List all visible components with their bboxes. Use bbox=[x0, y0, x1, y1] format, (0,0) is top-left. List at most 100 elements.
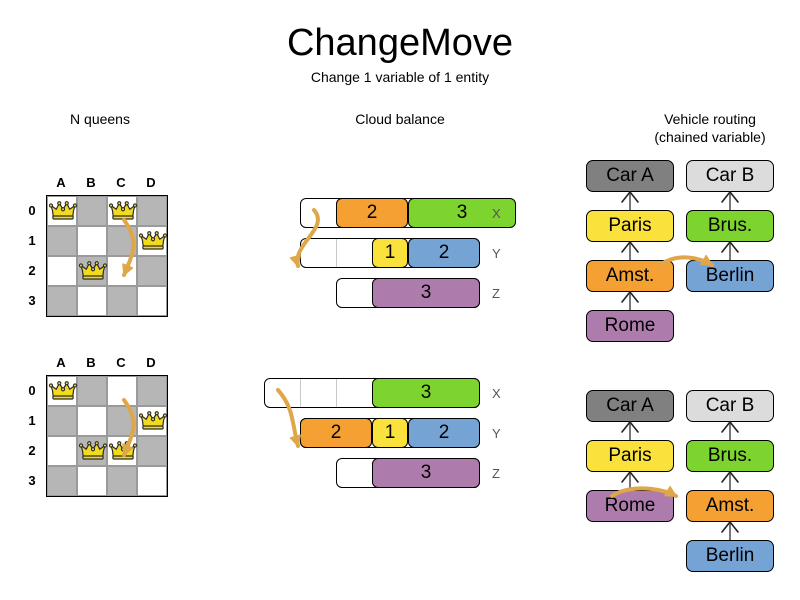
cloud-capacity-divider bbox=[336, 239, 337, 267]
cloud-process-segment[interactable]: 2 bbox=[408, 238, 480, 268]
vehicle-node[interactable]: Car B bbox=[686, 390, 774, 422]
visit-node[interactable]: Paris bbox=[586, 440, 674, 472]
section-heading-nqueens: N queens bbox=[70, 111, 130, 127]
board-cell[interactable] bbox=[77, 406, 107, 436]
board-cell[interactable] bbox=[77, 226, 107, 256]
chain-arrow-icon bbox=[721, 521, 739, 533]
board-file-label: C bbox=[116, 175, 126, 190]
board-file-label: D bbox=[146, 355, 156, 370]
cloud-process-segment[interactable]: 3 bbox=[372, 458, 480, 488]
board-cell[interactable] bbox=[137, 436, 167, 466]
vehicle-node[interactable]: Car A bbox=[586, 390, 674, 422]
visit-node[interactable]: Rome bbox=[586, 310, 674, 342]
queen-piece[interactable] bbox=[108, 440, 138, 462]
cloud-computer-row: 3 bbox=[336, 458, 480, 488]
section-heading-vehicle-routing: Vehicle routing (chained variable) bbox=[620, 110, 800, 146]
board-rank-label: 2 bbox=[28, 263, 36, 278]
cloud-process-segment[interactable]: 2 bbox=[336, 198, 408, 228]
board-cell[interactable] bbox=[47, 256, 77, 286]
board-cell[interactable] bbox=[137, 286, 167, 316]
cloud-computer-label: Z bbox=[492, 286, 500, 301]
board-cell[interactable] bbox=[137, 466, 167, 496]
board-file-label: B bbox=[86, 355, 96, 370]
visit-node[interactable]: Amst. bbox=[686, 490, 774, 522]
visit-node[interactable]: Rome bbox=[586, 490, 674, 522]
board-file-label: B bbox=[86, 175, 96, 190]
queen-piece[interactable] bbox=[78, 260, 108, 282]
board-cell[interactable] bbox=[137, 376, 167, 406]
vehicle-node[interactable]: Car B bbox=[686, 160, 774, 192]
cloud-process-segment[interactable]: 3 bbox=[372, 378, 480, 408]
board-rank-label: 1 bbox=[28, 233, 36, 248]
queen-piece[interactable] bbox=[138, 410, 168, 432]
board-cell[interactable] bbox=[107, 376, 137, 406]
board-cell[interactable] bbox=[47, 406, 77, 436]
vrp-heading-line1: Vehicle routing bbox=[664, 111, 756, 127]
board-rank-label: 1 bbox=[28, 413, 36, 428]
chain-arrow-icon bbox=[721, 471, 739, 483]
board-cell[interactable] bbox=[137, 196, 167, 226]
board-rank-label: 3 bbox=[28, 293, 36, 308]
chain-link-line bbox=[628, 242, 632, 260]
visit-node[interactable]: Berlin bbox=[686, 540, 774, 572]
cloud-computer-label: Z bbox=[492, 466, 500, 481]
chain-link-line bbox=[728, 472, 732, 490]
board-cell[interactable] bbox=[77, 286, 107, 316]
chain-link-line bbox=[628, 192, 632, 210]
queen-piece[interactable] bbox=[108, 200, 138, 222]
vrp-heading-line2: (chained variable) bbox=[654, 129, 766, 145]
board-cell[interactable] bbox=[107, 226, 137, 256]
queen-piece[interactable] bbox=[78, 440, 108, 462]
board-rank-label: 3 bbox=[28, 473, 36, 488]
board-cell[interactable] bbox=[47, 286, 77, 316]
cloud-process-segment[interactable]: 2 bbox=[300, 418, 372, 448]
section-heading-cloud-balance: Cloud balance bbox=[355, 111, 445, 127]
cloud-capacity-divider bbox=[336, 379, 337, 407]
cloud-process-segment[interactable]: 1 bbox=[372, 238, 408, 268]
cloud-process-segment[interactable]: 2 bbox=[408, 418, 480, 448]
visit-node[interactable]: Brus. bbox=[686, 440, 774, 472]
chessboard-grid bbox=[46, 195, 168, 317]
board-cell[interactable] bbox=[137, 256, 167, 286]
board-cell[interactable] bbox=[107, 286, 137, 316]
board-cell[interactable] bbox=[107, 406, 137, 436]
board-cell[interactable] bbox=[77, 376, 107, 406]
chain-arrow-icon bbox=[721, 241, 739, 253]
cloud-process-segment[interactable]: 3 bbox=[372, 278, 480, 308]
visit-node[interactable]: Paris bbox=[586, 210, 674, 242]
board-cell[interactable] bbox=[107, 466, 137, 496]
board-cell[interactable] bbox=[77, 196, 107, 226]
chain-link-line bbox=[728, 422, 732, 440]
chain-arrow-icon bbox=[721, 421, 739, 433]
queen-piece[interactable] bbox=[138, 230, 168, 252]
chain-arrow-icon bbox=[621, 291, 639, 303]
chain-link-line bbox=[728, 192, 732, 210]
cloud-process-segment[interactable]: 3 bbox=[408, 198, 516, 228]
chain-arrow-icon bbox=[721, 191, 739, 203]
visit-node[interactable]: Brus. bbox=[686, 210, 774, 242]
cloud-computer-row: 3 bbox=[264, 378, 480, 408]
board-rank-label: 0 bbox=[28, 383, 36, 398]
board-file-label: D bbox=[146, 175, 156, 190]
visit-node[interactable]: Berlin bbox=[686, 260, 774, 292]
board-cell[interactable] bbox=[47, 466, 77, 496]
chain-arrow-icon bbox=[621, 421, 639, 433]
cloud-computer-label: X bbox=[492, 206, 501, 221]
queen-piece[interactable] bbox=[48, 380, 78, 402]
chain-link-line bbox=[628, 472, 632, 490]
chessboard-grid bbox=[46, 375, 168, 497]
cloud-computer-label: Y bbox=[492, 426, 501, 441]
board-cell[interactable] bbox=[47, 436, 77, 466]
board-cell[interactable] bbox=[77, 466, 107, 496]
cloud-process-segment[interactable]: 1 bbox=[372, 418, 408, 448]
chain-arrow-icon bbox=[621, 191, 639, 203]
board-cell[interactable] bbox=[107, 256, 137, 286]
chain-link-line bbox=[628, 292, 632, 310]
visit-node[interactable]: Amst. bbox=[586, 260, 674, 292]
board-cell[interactable] bbox=[47, 226, 77, 256]
vehicle-node[interactable]: Car A bbox=[586, 160, 674, 192]
board-file-label: A bbox=[56, 175, 66, 190]
queen-piece[interactable] bbox=[48, 200, 78, 222]
cloud-computer-row: 3 bbox=[336, 278, 480, 308]
